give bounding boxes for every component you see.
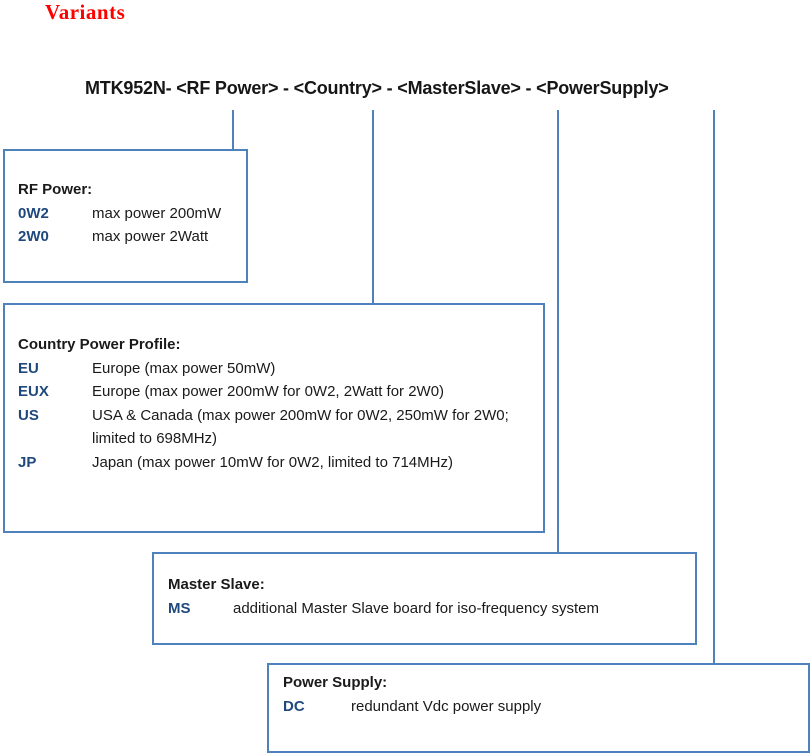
- master-slave-box: Master Slave: MS additional Master Slave…: [152, 552, 697, 645]
- variant-row: EUX Europe (max power 200mW for 0W2, 2Wa…: [18, 380, 535, 404]
- variant-code: EU: [18, 359, 39, 377]
- product-code-title: MTK952N- <RF Power> - <Country> - <Maste…: [85, 78, 669, 98]
- variant-code: JP: [18, 453, 37, 471]
- variant-description: USA & Canada (max power 200mW for 0W2, 2…: [92, 406, 509, 448]
- variant-description: redundant Vdc power supply: [351, 697, 542, 715]
- variant-code: 2W0: [18, 228, 49, 245]
- variant-code: EUX: [18, 383, 49, 400]
- variant-row: 2W0 max power 2Watt: [18, 225, 238, 249]
- variant-row: DC redundant Vdc power supply: [283, 695, 800, 719]
- country-power-profile-box: Country Power Profile: EU Europe (max po…: [3, 303, 545, 533]
- rf-power-box-title: RF Power:: [18, 181, 93, 198]
- variant-row: 0W2 max power 200mW: [18, 202, 238, 226]
- variant-description: max power 200mW: [92, 204, 222, 222]
- connector-line-rf-power: [232, 110, 234, 150]
- power-supply-box-title: Power Supply:: [283, 674, 388, 691]
- variant-description: max power 2Watt: [92, 228, 209, 245]
- variant-description: Europe (max power 200mW for 0W2, 2Watt f…: [92, 383, 445, 400]
- page-title: Variants: [45, 0, 126, 24]
- variant-row: EU Europe (max power 50mW): [18, 357, 535, 381]
- country-box-title: Country Power Profile:: [18, 336, 181, 353]
- variant-description: additional Master Slave board for iso-fr…: [233, 599, 600, 617]
- variant-description: Europe (max power 50mW): [92, 359, 276, 377]
- variant-code: MS: [168, 599, 191, 617]
- variant-code: US: [18, 406, 39, 424]
- connector-line-power-supply: [713, 110, 715, 664]
- variant-description: Japan (max power 10mW for 0W2, limited t…: [92, 453, 453, 471]
- variant-code: 0W2: [18, 204, 49, 222]
- variant-code: DC: [283, 697, 305, 715]
- master-slave-box-title: Master Slave:: [168, 576, 265, 593]
- power-supply-box: Power Supply: DC redundant Vdc power sup…: [267, 663, 810, 753]
- variant-row: MS additional Master Slave board for iso…: [168, 597, 687, 621]
- rf-power-box: RF Power: 0W2 max power 200mW 2W0 max po…: [3, 149, 248, 283]
- variant-row: JP Japan (max power 10mW for 0W2, limite…: [18, 451, 535, 475]
- variant-row: US USA & Canada (max power 200mW for 0W2…: [18, 404, 535, 451]
- connector-line-country: [372, 110, 374, 304]
- connector-line-master-slave: [557, 110, 559, 553]
